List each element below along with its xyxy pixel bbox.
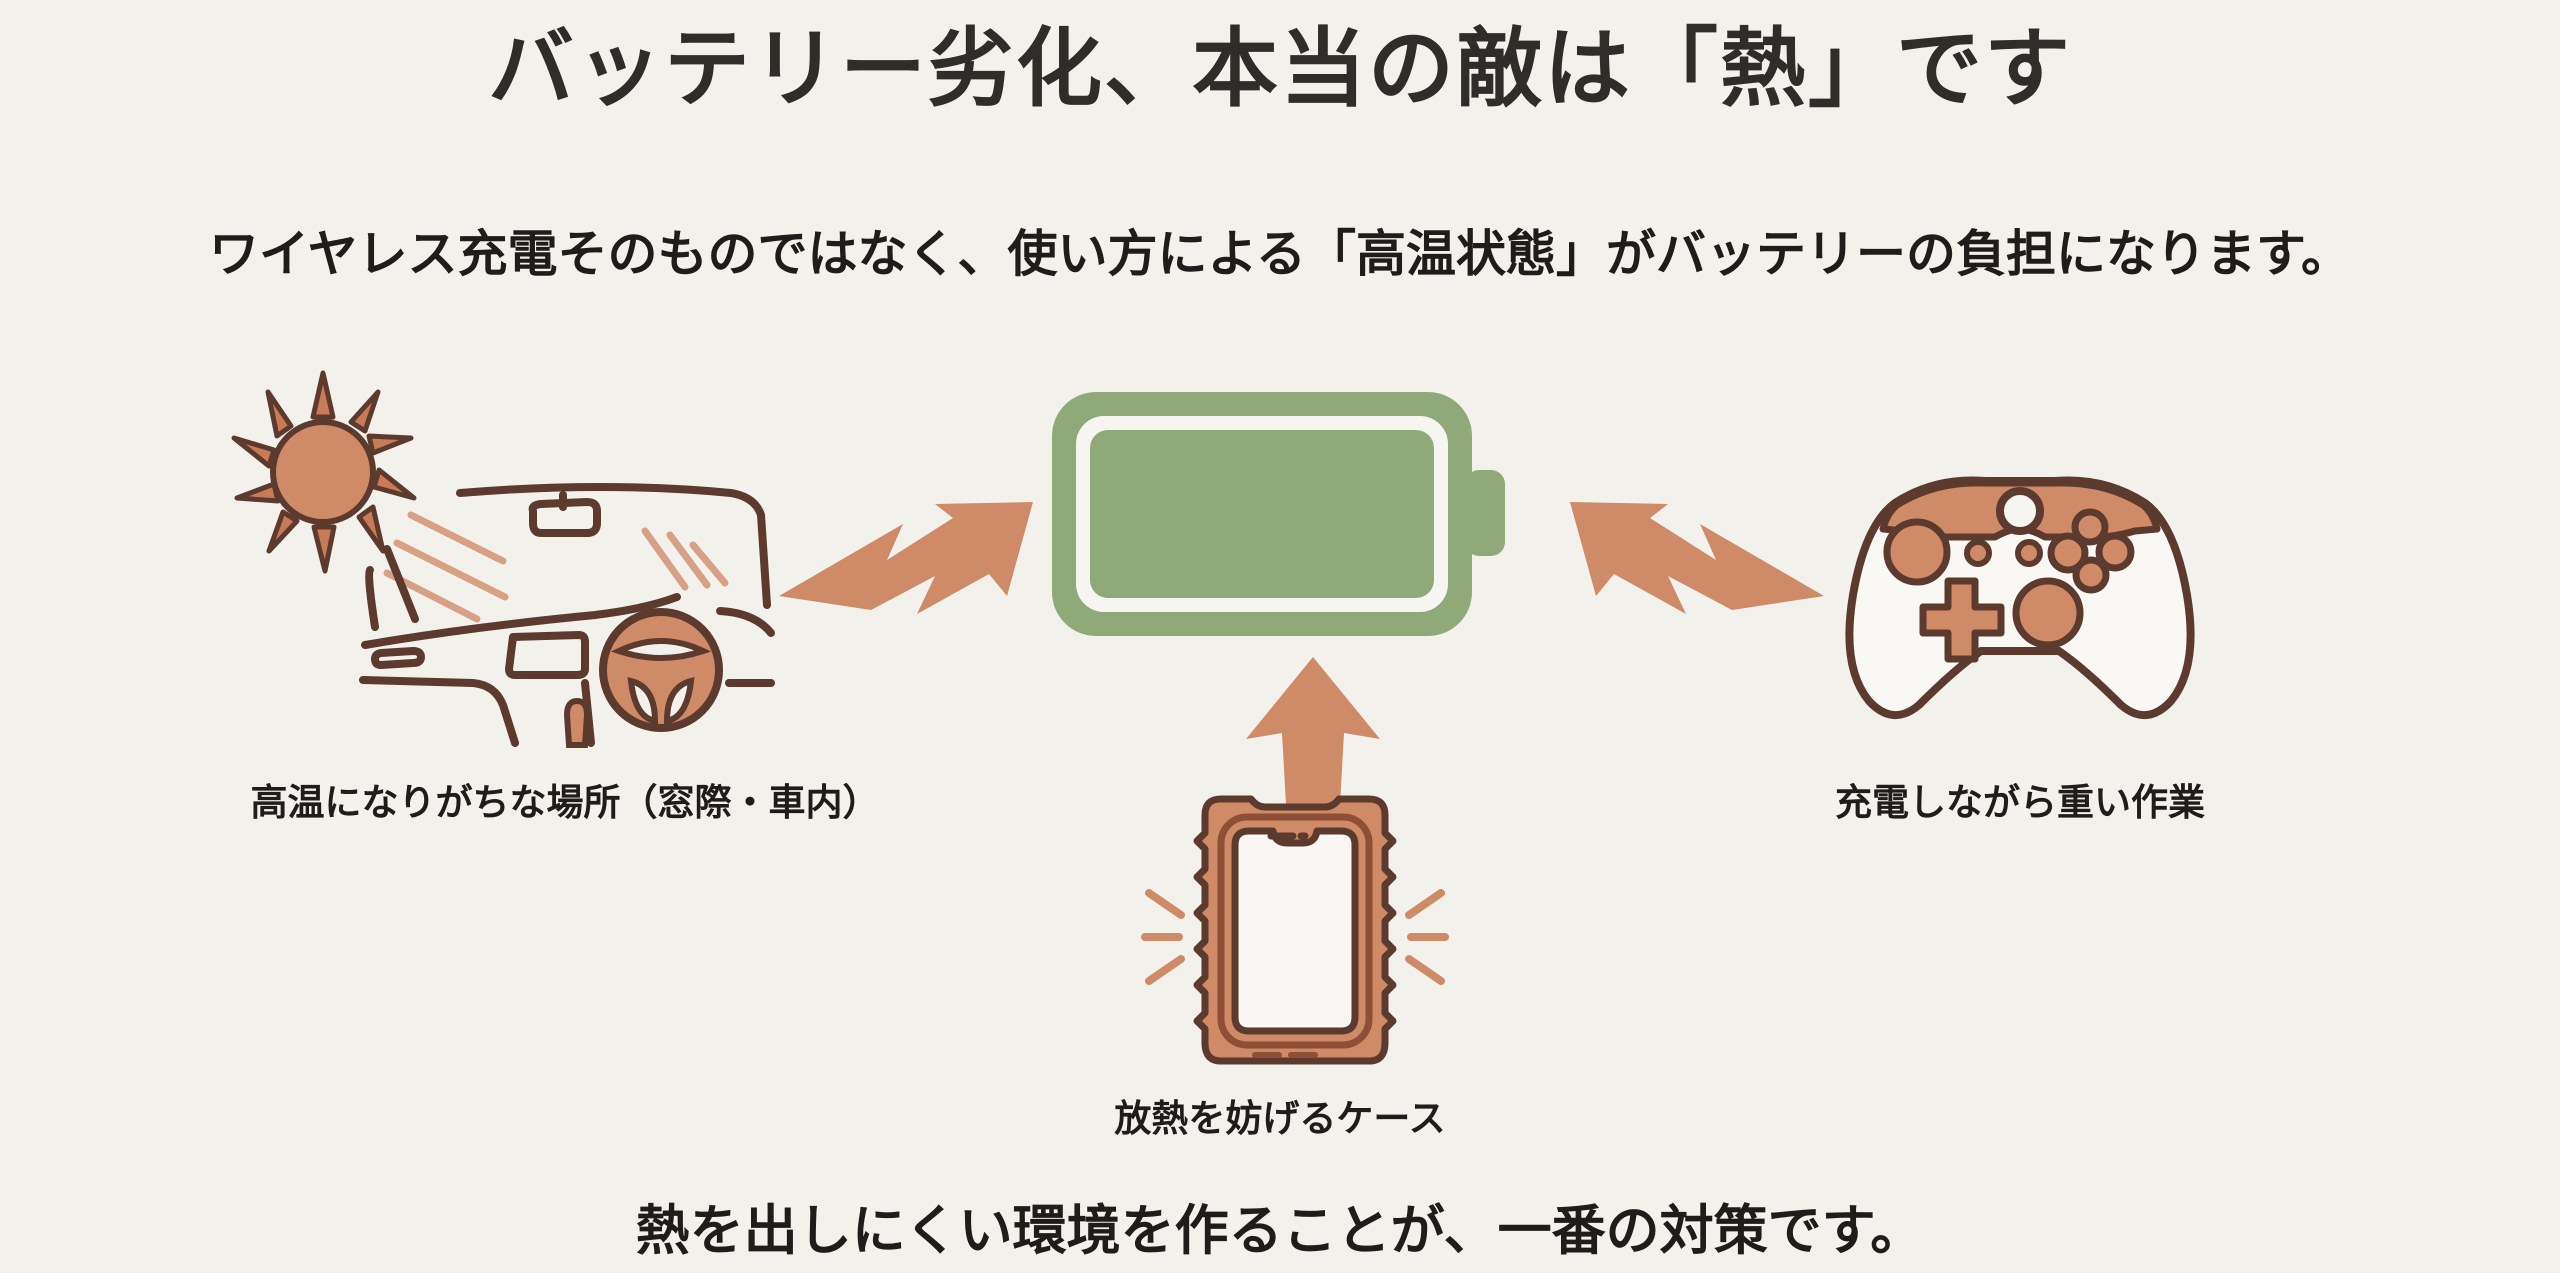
page-footer: 熱を出しにくい環境を作ることが、一番の対策です。 <box>635 1201 1925 1261</box>
page-title: バッテリー劣化、本当の敵は「熱」です <box>488 21 2072 117</box>
battery-icon <box>1040 382 1540 647</box>
game-controller-icon <box>1835 455 2205 725</box>
caption-right: 充電しながら重い作業 <box>1835 782 2205 823</box>
arrow-up-icon <box>1228 655 1398 805</box>
phone-in-case-icon <box>1141 785 1449 1075</box>
car-interior-sun-icon <box>215 365 805 748</box>
page-subtitle: ワイヤレス充電そのものではなく、使い方による「高温状態」がバッテリーの負担になり… <box>209 226 2351 282</box>
lightning-arrow-right-icon <box>775 478 1055 628</box>
caption-bottom: 放熱を妨げるケース <box>1114 1098 1446 1139</box>
caption-left: 高温になりがちな場所（窓際・車内） <box>250 782 880 823</box>
lightning-arrow-left-icon <box>1548 478 1828 628</box>
